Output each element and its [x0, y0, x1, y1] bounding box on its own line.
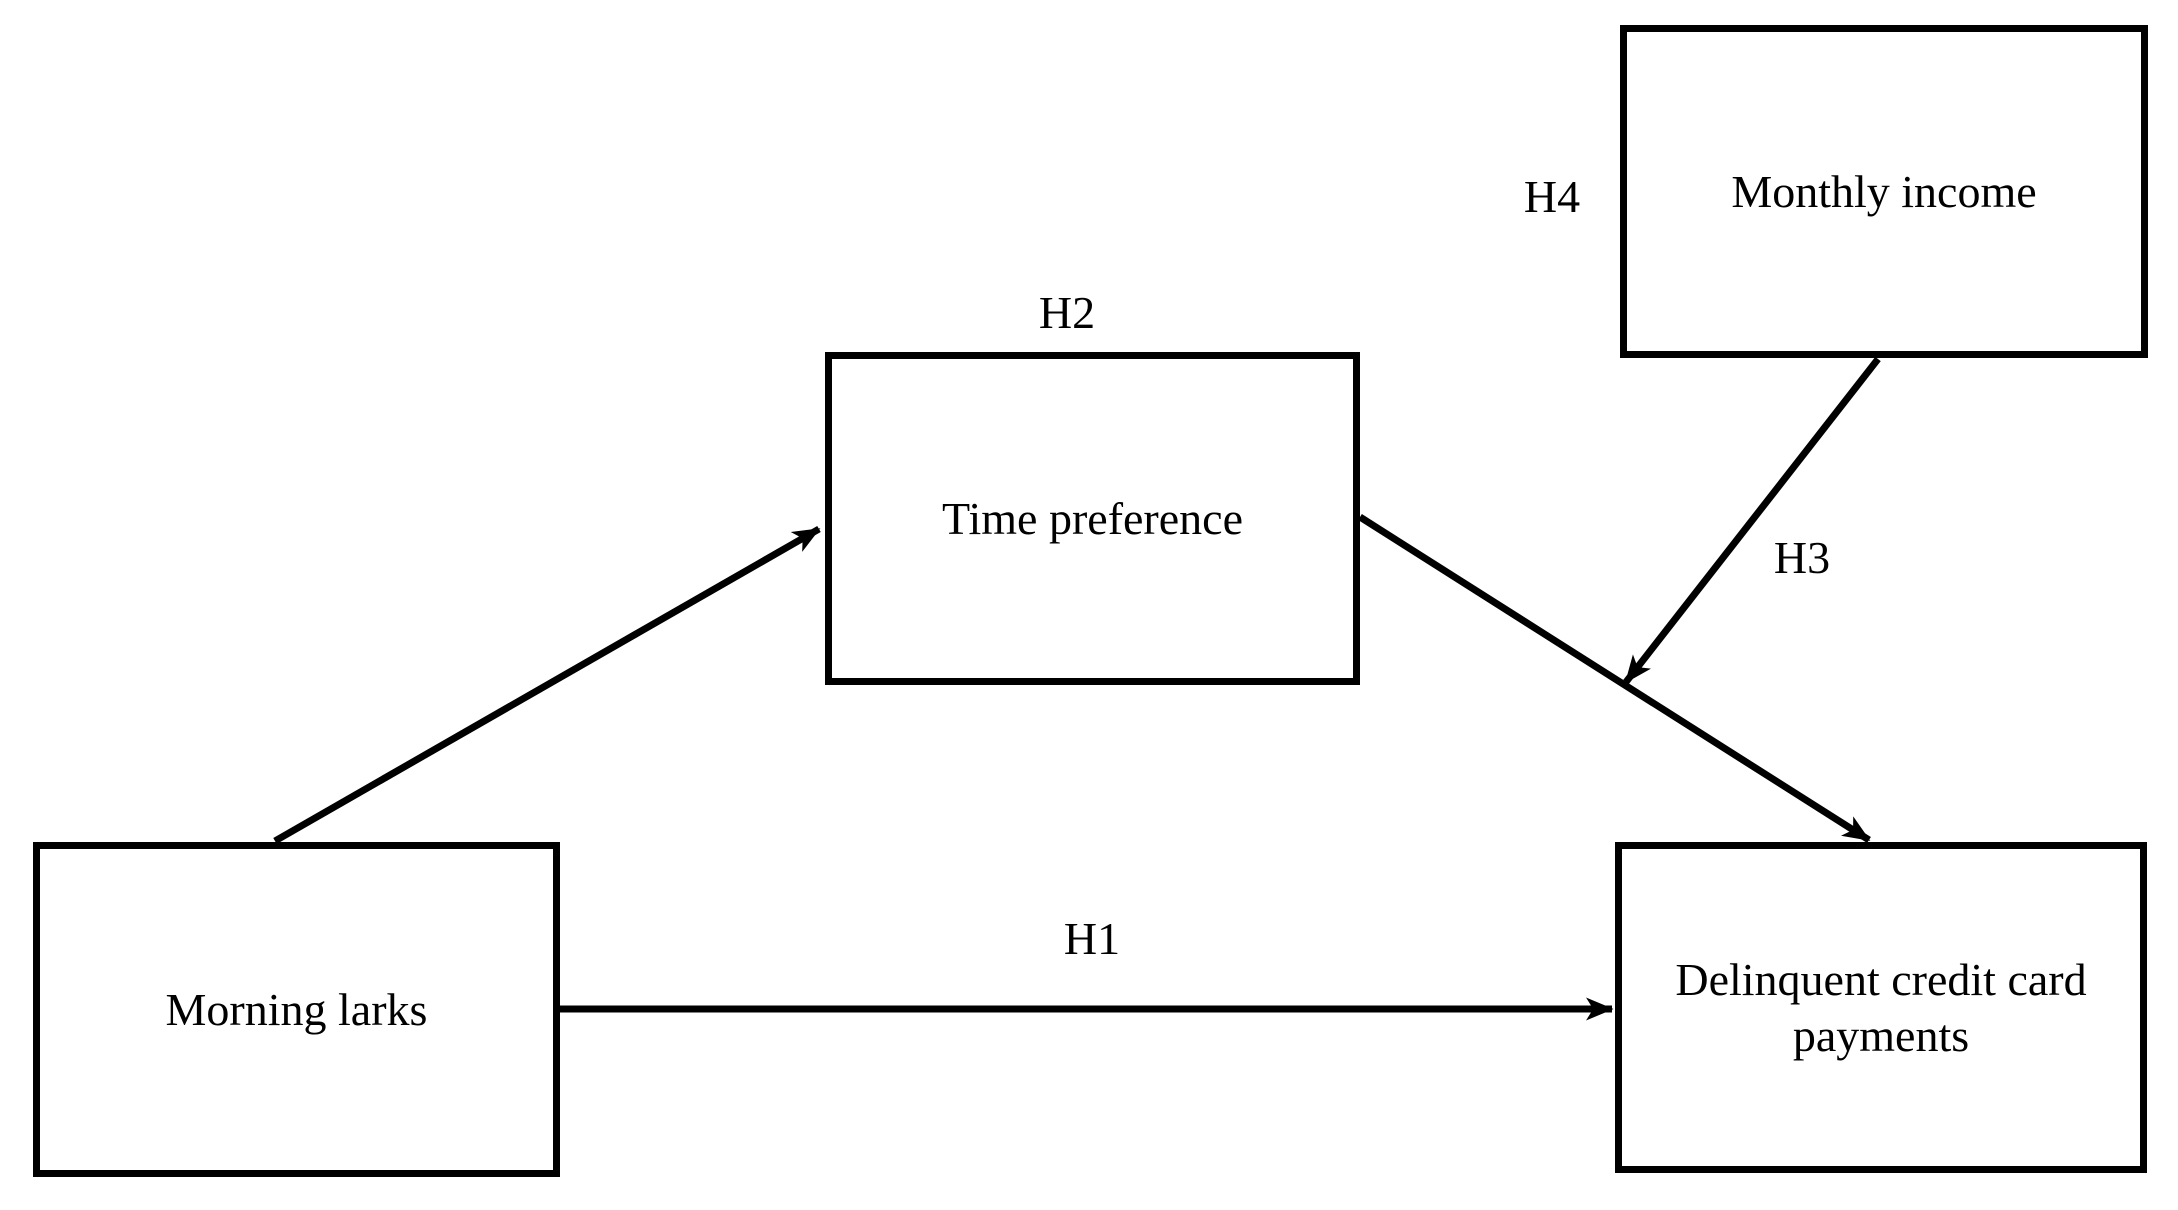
node-time-preference: Time preference	[825, 352, 1360, 685]
hypothesis-label-h4: H4	[1523, 171, 1581, 222]
node-monthly-income: Monthly income	[1620, 25, 2148, 358]
hypothesis-label-h1: H1	[1063, 913, 1121, 964]
arrow-h3-monthly-income-moderation	[1623, 356, 1881, 685]
hypothesis-label-h3: H3	[1773, 532, 1831, 583]
node-morning-larks-label: Morning larks	[165, 983, 428, 1035]
arrow-morning-larks-to-time-preference	[273, 525, 821, 845]
node-morning-larks: Morning larks	[33, 842, 560, 1177]
node-delinquent-label: Delinquent credit card payments	[1675, 954, 2087, 1061]
arrow-time-preference-to-delinquent	[1358, 514, 1871, 843]
node-delinquent-credit-card-payments: Delinquent credit card payments	[1615, 842, 2147, 1173]
node-time-preference-label: Time preference	[942, 492, 1243, 544]
hypothesis-label-h2: H2	[1038, 287, 1096, 338]
node-monthly-income-label: Monthly income	[1731, 165, 2037, 217]
